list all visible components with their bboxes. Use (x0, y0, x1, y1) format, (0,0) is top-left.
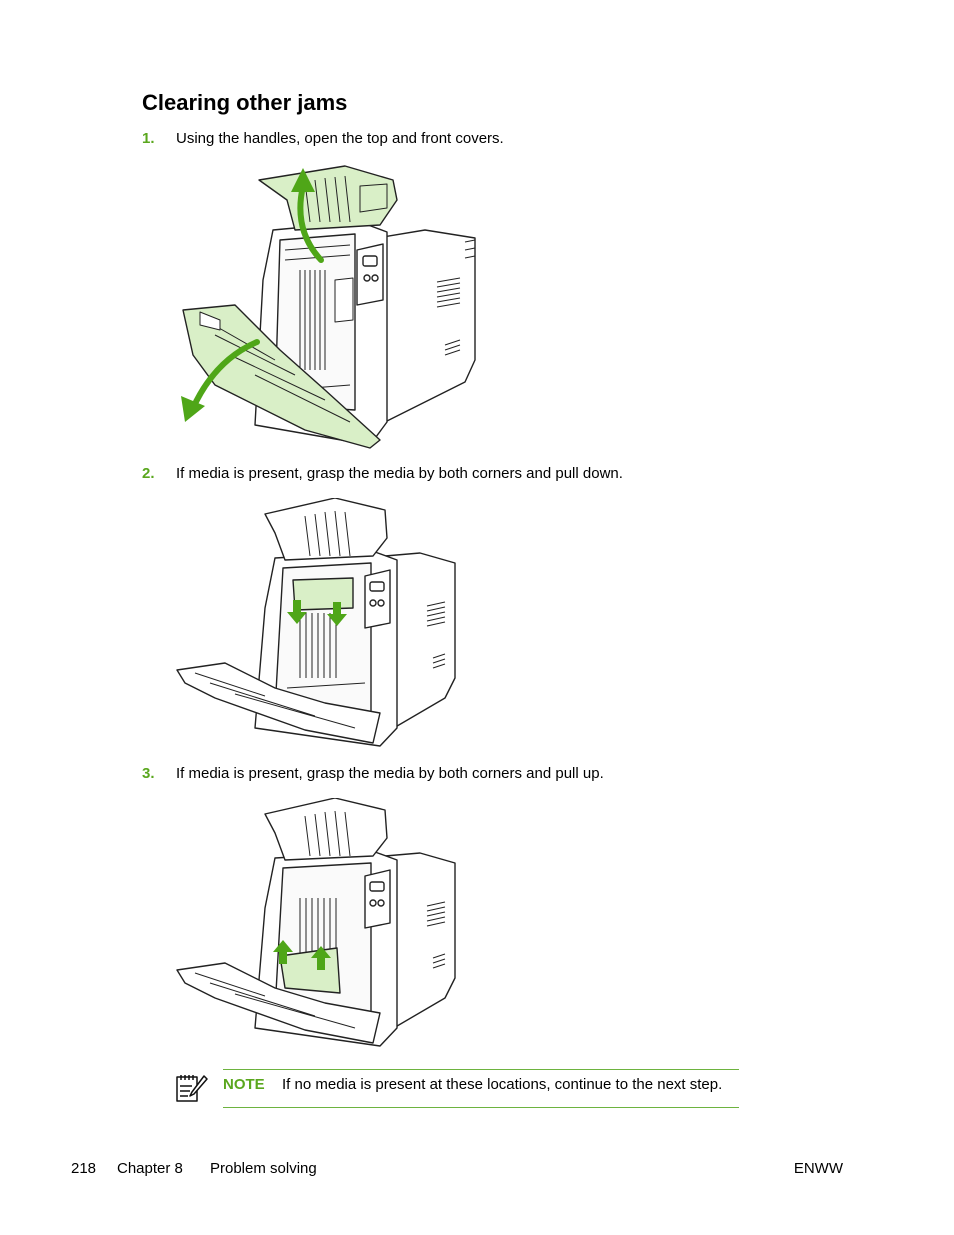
step-number: 2. (142, 465, 155, 482)
footer-page-number: 218 (71, 1160, 97, 1177)
page-title: Clearing other jams (142, 90, 348, 115)
note-label: NOTE (223, 1076, 265, 1093)
step-number: 1. (142, 130, 155, 147)
step-number: 3. (142, 765, 155, 782)
step-text: Using the handles, open the top and fron… (176, 130, 504, 147)
printer-covers-open-illustration (181, 165, 476, 449)
step-text: If media is present, grasp the media by … (176, 465, 623, 482)
footer-doc-id: ENWW (793, 1160, 843, 1177)
note-top-rule (223, 1069, 739, 1070)
printer-media-pull-up-illustration (176, 798, 456, 1047)
note-bottom-rule (223, 1107, 739, 1108)
footer-chapter: Chapter 8 (117, 1160, 183, 1177)
printer-media-pull-down-illustration (176, 498, 456, 747)
step-text: If media is present, grasp the media by … (176, 765, 604, 782)
footer-chapter-title: Problem solving (210, 1160, 317, 1177)
note-pad-icon (176, 1075, 208, 1102)
note-text: If no media is present at these location… (282, 1076, 723, 1093)
